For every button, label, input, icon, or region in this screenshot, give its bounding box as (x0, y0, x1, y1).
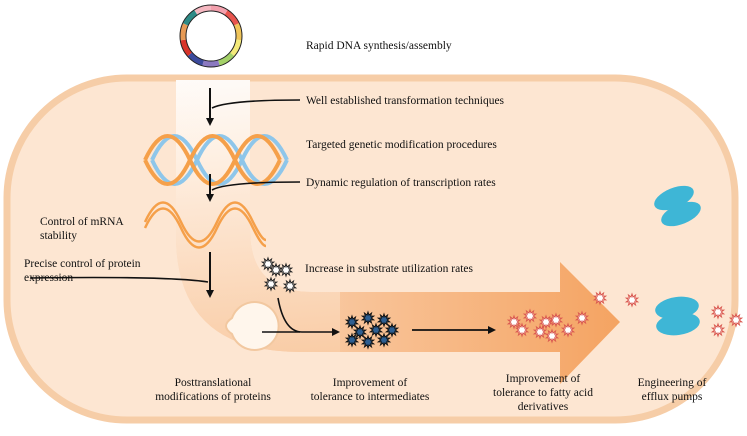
fatty-acid-molecule-icon (522, 308, 538, 324)
plasmid-outline-inner (185, 10, 237, 62)
label-mrna-stability: Control of mRNA stability (40, 215, 124, 243)
plasmid-outline-outer (179, 4, 243, 68)
plasmid-segment (187, 52, 205, 66)
plasmid-segment (224, 9, 240, 26)
label-transcription: Dynamic regulation of transcription rate… (306, 177, 496, 189)
label-dna-synthesis: Rapid DNA synthesis/assembly (306, 40, 452, 52)
leader-transformation (211, 99, 301, 109)
substrate-arrow (277, 297, 340, 336)
label-mrna-line2: stability (40, 230, 78, 242)
intermediate-molecule-icon (344, 314, 360, 330)
label-ptm-line2: modifications of proteins (155, 391, 271, 403)
intermediate-molecule-icon (376, 312, 392, 328)
label-ptm: Posttranslational modifications of prote… (148, 376, 278, 404)
fatty-acid-molecule-icon (728, 312, 744, 328)
label-fatty-line2: tolerance to fatty acid (493, 387, 593, 399)
label-intermediates: Improvement of tolerance to intermediate… (300, 376, 440, 404)
fatty-acid-molecule-icon (560, 322, 576, 338)
label-efflux: Engineering of efflux pumps (622, 376, 722, 404)
intermediate-molecule-icon (384, 322, 400, 338)
leader-transcription (211, 181, 301, 191)
substrate-molecule-icon (268, 262, 284, 278)
plasmid-segment (233, 23, 242, 41)
label-fatty-acid: Improvement of tolerance to fatty acid d… (478, 372, 608, 414)
label-mrna-line1: Control of mRNA (40, 216, 124, 228)
plasmid-segment (202, 59, 220, 67)
fatty-acid-molecule-icon (624, 292, 640, 308)
label-fatty-line3: derivatives (517, 401, 569, 413)
leader-protein-expression (29, 276, 209, 283)
fatty-acid-molecule-icon (514, 322, 530, 338)
label-genetic-modification: Targeted genetic modification procedures (306, 139, 497, 151)
plasmid-icon (179, 4, 243, 68)
protein-icon (225, 301, 280, 351)
intermediate-molecule-icon (368, 322, 384, 338)
plasmid-segment (210, 5, 228, 16)
label-substrate: Increase in substrate utilization rates (305, 263, 473, 275)
intermediate-molecule-icon (360, 310, 376, 326)
efflux-pump-top (654, 185, 701, 227)
fatty-acid-molecule-icon (548, 312, 564, 328)
label-protein-expr-line1: Precise control of protein (24, 258, 141, 270)
fatty-acid-molecule-icon (574, 310, 590, 326)
fatty-acid-molecule-icon (538, 314, 554, 330)
dna-helix-icon (143, 134, 289, 186)
efflux-pump-bottom (655, 296, 700, 336)
intermediate-molecule-icon (376, 332, 392, 348)
substrate-molecule-icon (260, 256, 276, 272)
mrna-icon (143, 201, 267, 249)
plasmid-segment (217, 52, 235, 66)
substrate-molecules (260, 256, 298, 294)
fatty-acid-molecule-icon (710, 304, 726, 320)
intermediate-molecules (344, 310, 400, 350)
substrate-molecule-icon (282, 278, 298, 294)
substrate-molecule-icon (263, 276, 279, 292)
label-efflux-line2: efflux pumps (641, 391, 703, 403)
fatty-acid-molecule-icon (544, 328, 560, 344)
plasmid-segment (180, 39, 193, 57)
plasmid-segment (180, 23, 189, 41)
fatty-acid-molecule-icon (506, 314, 522, 330)
label-efflux-line1: Engineering of (637, 377, 707, 389)
fatty-acid-molecule-icon (592, 290, 608, 306)
plasmid-segment (229, 39, 242, 57)
label-protein-expression: Precise control of protein expression (24, 257, 141, 285)
process-arrow-highlight (176, 80, 340, 352)
label-intermediates-line1: Improvement of (332, 377, 408, 389)
label-transformation: Well established transformation techniqu… (306, 95, 505, 107)
fatty-acid-molecules (506, 290, 744, 344)
fatty-acid-molecule-icon (532, 324, 548, 340)
label-ptm-line1: Posttranslational (174, 377, 252, 389)
label-protein-expr-line2: expression (24, 272, 74, 284)
label-fatty-line1: Improvement of (505, 373, 581, 385)
fatty-acid-molecule-icon (710, 322, 726, 338)
intermediate-molecule-icon (360, 334, 376, 350)
cell-body (3, 74, 739, 424)
plasmid-segment (194, 5, 212, 16)
intermediate-molecule-icon (352, 324, 368, 340)
label-intermediates-line2: tolerance to intermediates (310, 391, 430, 403)
plasmid-segment (182, 9, 198, 26)
intermediate-molecule-icon (344, 332, 360, 348)
